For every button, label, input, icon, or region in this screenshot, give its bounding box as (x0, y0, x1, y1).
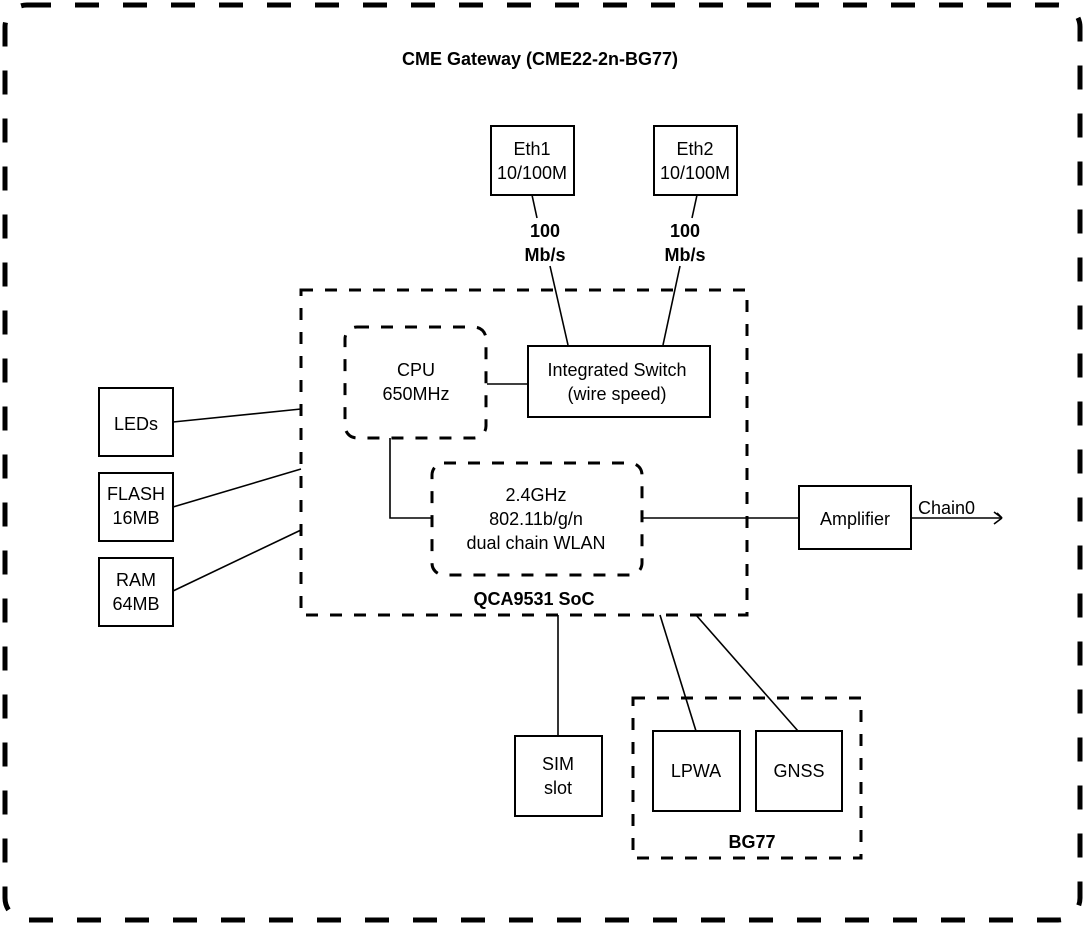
flash-block: FLASH 16MB (98, 472, 174, 542)
wire-eth1-switch (549, 265, 569, 346)
wire-eth2-switch (662, 265, 681, 346)
wire-cpu-wlan (389, 438, 432, 519)
lpwa-label: LPWA (671, 761, 721, 781)
lpwa-block: LPWA (652, 730, 741, 812)
wire-gnss (695, 614, 799, 732)
eth1-port: Eth1 10/100M (490, 125, 575, 196)
wire-leds (172, 408, 302, 423)
eth2-link-unit: Mb/s (664, 245, 705, 265)
wlan-band: 2.4GHz (505, 485, 566, 505)
amplifier-block: Amplifier (798, 485, 912, 550)
wire-flash (172, 468, 302, 508)
gnss-block: GNSS (755, 730, 843, 812)
diagram-title: CME Gateway (CME22-2n-BG77) (402, 49, 678, 69)
ram-name: RAM (116, 570, 156, 590)
cpu-name: CPU (397, 360, 435, 380)
cpu-freq: 650MHz (382, 384, 449, 404)
eth2-name: Eth2 (676, 139, 713, 159)
eth1-link-value: 100 (530, 221, 560, 241)
switch-desc: (wire speed) (567, 384, 666, 404)
wire-lpwa (659, 614, 697, 732)
flash-name: FLASH (107, 484, 165, 504)
switch-block: Integrated Switch (wire speed) (527, 345, 711, 418)
wire-ram (172, 529, 302, 592)
sim-slot-block: SIM slot (514, 735, 603, 817)
leds-block: LEDs (98, 387, 174, 457)
wire-eth1-top (531, 194, 538, 219)
chain0-label: Chain0 (918, 498, 975, 518)
ram-block: RAM 64MB (98, 557, 174, 627)
sim-name: SIM (542, 754, 574, 774)
gnss-label: GNSS (773, 761, 824, 781)
soc-container (299, 288, 749, 617)
switch-name: Integrated Switch (547, 360, 686, 380)
eth1-speed: 10/100M (497, 163, 567, 183)
ram-size: 64MB (112, 594, 159, 614)
wire-eth2-top (691, 194, 698, 219)
wlan-standard: 802.11b/g/n (489, 509, 583, 529)
wlan-block: 2.4GHz 802.11b/g/n dual chain WLAN (430, 461, 644, 577)
bg77-label: BG77 (728, 832, 775, 852)
bg77-container (631, 696, 863, 860)
cpu-block: CPU 650MHz (343, 325, 488, 440)
wlan-desc: dual chain WLAN (466, 533, 605, 553)
flash-size: 16MB (112, 508, 159, 528)
eth2-link-value: 100 (670, 221, 700, 241)
eth1-link-unit: Mb/s (524, 245, 565, 265)
antenna-arrow-icon (993, 511, 1003, 525)
eth2-speed: 10/100M (660, 163, 730, 183)
amplifier-label: Amplifier (820, 509, 890, 529)
eth2-port: Eth2 10/100M (653, 125, 738, 196)
leds-label: LEDs (114, 414, 158, 434)
soc-label: QCA9531 SoC (473, 589, 594, 609)
eth1-name: Eth1 (513, 139, 550, 159)
sim-desc: slot (544, 778, 572, 798)
